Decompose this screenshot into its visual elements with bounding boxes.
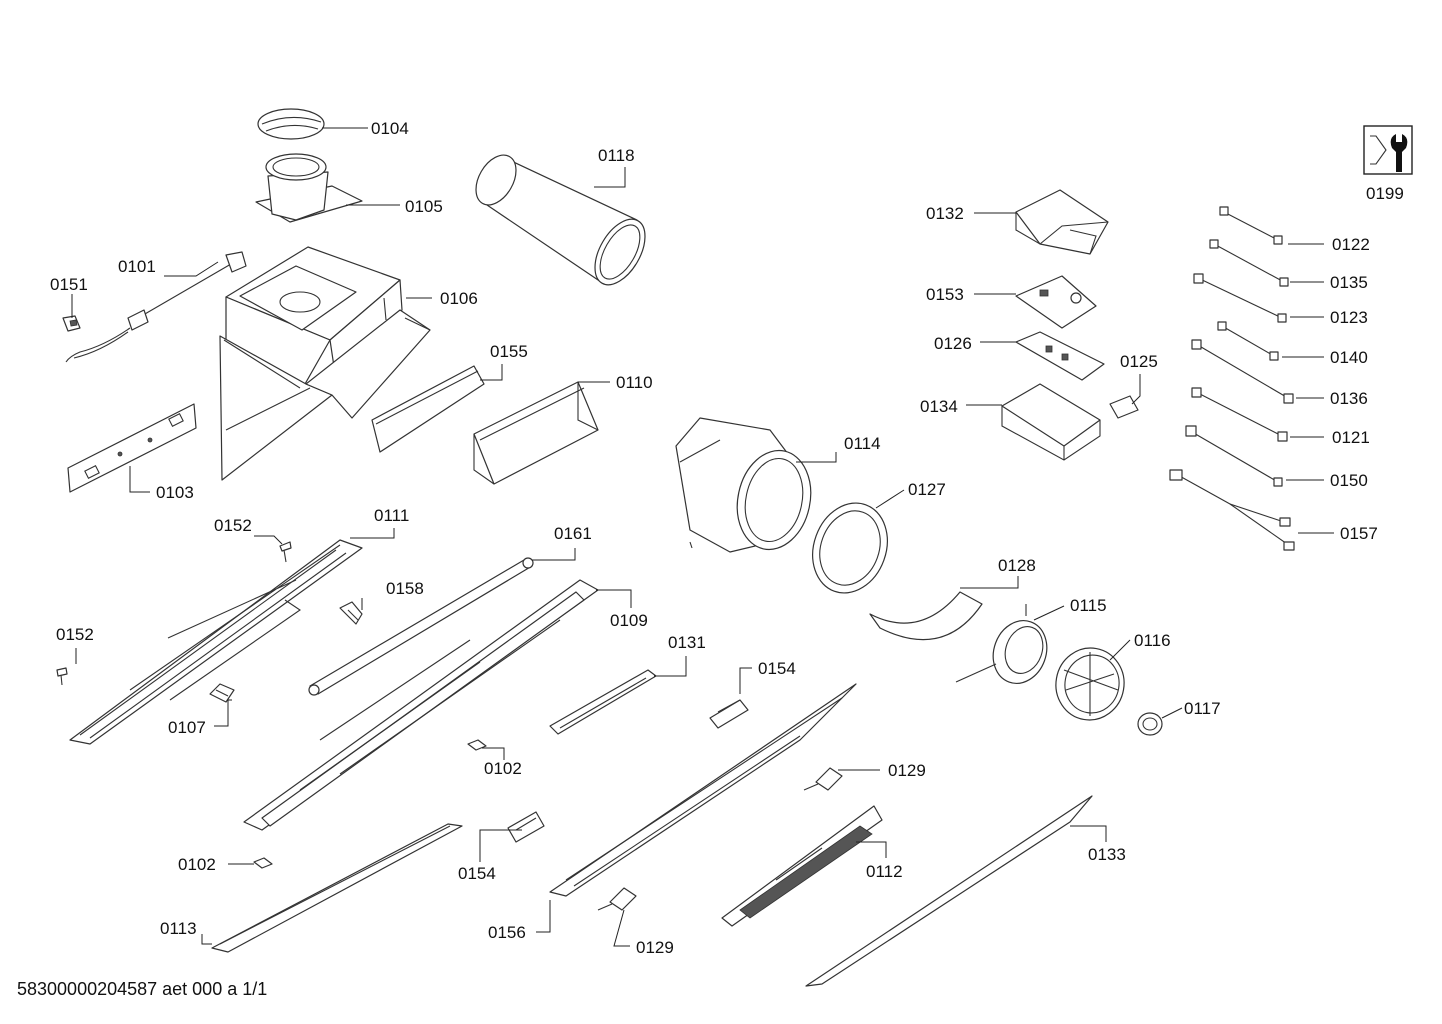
wrench-icon xyxy=(1363,125,1413,175)
part-0121-drawing[interactable] xyxy=(1191,387,1288,442)
part-0154-block-lower[interactable] xyxy=(507,811,545,843)
part-0155-drawing[interactable] xyxy=(371,365,485,453)
label-0129-upper[interactable]: 0129 xyxy=(888,761,926,780)
label-0131[interactable]: 0131 xyxy=(668,633,706,652)
part-0156-drawing[interactable] xyxy=(549,683,857,897)
label-0150[interactable]: 0150 xyxy=(1330,471,1368,490)
part-0112-drawing[interactable] xyxy=(721,805,883,927)
label-0110[interactable]: 0110 xyxy=(616,373,653,392)
part-0114-drawing[interactable] xyxy=(675,417,820,556)
part-0116-drawing[interactable] xyxy=(1050,643,1129,726)
part-0140-drawing[interactable] xyxy=(1217,321,1279,361)
label-0123[interactable]: 0123 xyxy=(1330,308,1368,327)
part-0107-drawing[interactable] xyxy=(209,683,235,703)
part-0131-drawing[interactable] xyxy=(549,669,657,735)
part-0158-drawing[interactable] xyxy=(339,601,363,625)
leader-lines xyxy=(71,127,1334,947)
label-0104[interactable]: 0104 xyxy=(371,119,409,138)
part-0118-drawing[interactable] xyxy=(468,148,656,293)
label-0115[interactable]: 0115 xyxy=(1070,596,1107,615)
document-id: 58300000204587 aet 000 a 1/1 xyxy=(17,979,268,999)
label-0101[interactable]: 0101 xyxy=(118,257,156,276)
part-0136-drawing[interactable] xyxy=(1191,339,1294,404)
label-0128[interactable]: 0128 xyxy=(998,556,1036,575)
label-0133[interactable]: 0133 xyxy=(1088,845,1126,864)
label-0114[interactable]: 0114 xyxy=(844,434,881,453)
label-0107[interactable]: 0107 xyxy=(168,718,206,737)
part-0134-drawing[interactable] xyxy=(1001,383,1101,461)
part-0102-clip-upper[interactable] xyxy=(467,739,487,751)
part-0123-drawing[interactable] xyxy=(1193,273,1287,323)
label-0158[interactable]: 0158 xyxy=(386,579,424,598)
part-0101-drawing[interactable] xyxy=(65,251,247,363)
label-0132[interactable]: 0132 xyxy=(926,204,964,223)
label-0102-lower[interactable]: 0102 xyxy=(178,855,216,874)
label-0155[interactable]: 0155 xyxy=(490,342,528,361)
part-0103-drawing[interactable] xyxy=(67,403,197,493)
part-0153-drawing[interactable] xyxy=(1015,275,1097,329)
label-0125[interactable]: 0125 xyxy=(1120,352,1158,371)
label-0199[interactable]: 0199 xyxy=(1366,184,1404,203)
part-0157-drawing[interactable] xyxy=(1169,469,1295,551)
label-0152-lower[interactable]: 0152 xyxy=(56,625,94,644)
label-0126[interactable]: 0126 xyxy=(934,334,972,353)
label-0117[interactable]: 0117 xyxy=(1184,699,1221,718)
part-0106-drawing[interactable] xyxy=(219,246,431,481)
label-0154-upper[interactable]: 0154 xyxy=(758,659,796,678)
part-0109-drawing[interactable] xyxy=(243,579,599,831)
label-0111[interactable]: 0111 xyxy=(374,506,409,525)
label-0113[interactable]: 0113 xyxy=(160,919,197,938)
part-0126-drawing[interactable] xyxy=(1015,331,1105,381)
label-0118[interactable]: 0118 xyxy=(598,146,635,165)
label-0156[interactable]: 0156 xyxy=(488,923,526,942)
label-0135[interactable]: 0135 xyxy=(1330,273,1368,292)
part-0127-drawing[interactable] xyxy=(800,492,899,603)
part-0110-drawing[interactable] xyxy=(473,381,599,485)
label-0136[interactable]: 0136 xyxy=(1330,389,1368,408)
part-0151-drawing[interactable] xyxy=(62,315,81,332)
label-0157[interactable]: 0157 xyxy=(1340,524,1378,543)
label-0140[interactable]: 0140 xyxy=(1330,348,1368,367)
label-0161[interactable]: 0161 xyxy=(554,524,592,543)
part-0128-drawing[interactable] xyxy=(869,591,983,641)
label-0127[interactable]: 0127 xyxy=(908,480,946,499)
part-0111-drawing[interactable] xyxy=(69,539,363,745)
label-0151[interactable]: 0151 xyxy=(50,275,88,294)
label-0106[interactable]: 0106 xyxy=(440,289,478,308)
part-0133-drawing[interactable] xyxy=(805,795,1093,987)
label-0152-upper[interactable]: 0152 xyxy=(214,516,252,535)
part-0129-clip-lower[interactable] xyxy=(597,887,637,911)
part-0102-clip-lower[interactable] xyxy=(253,857,273,869)
part-0152-screw-upper[interactable] xyxy=(279,541,292,563)
label-0153[interactable]: 0153 xyxy=(926,285,964,304)
label-0122[interactable]: 0122 xyxy=(1332,235,1370,254)
label-0154-lower[interactable]: 0154 xyxy=(458,864,496,883)
label-0112[interactable]: 0112 xyxy=(866,862,903,881)
label-0105[interactable]: 0105 xyxy=(405,197,443,216)
label-0121[interactable]: 0121 xyxy=(1332,428,1370,447)
part-0122-drawing[interactable] xyxy=(1219,206,1283,245)
part-0104-drawing[interactable] xyxy=(257,108,325,140)
label-0109[interactable]: 0109 xyxy=(610,611,648,630)
part-0132-drawing[interactable] xyxy=(1015,189,1109,255)
part-labels: 0104 0105 0118 0101 0151 0106 0155 0110 … xyxy=(50,119,1404,957)
part-0105-drawing[interactable] xyxy=(255,153,363,223)
label-0134[interactable]: 0134 xyxy=(920,397,958,416)
label-0103[interactable]: 0103 xyxy=(156,483,194,502)
part-0129-clip-upper[interactable] xyxy=(803,767,843,791)
part-0161-drawing[interactable] xyxy=(308,557,534,696)
part-0150-drawing[interactable] xyxy=(1185,425,1283,487)
part-0152-screw-lower[interactable] xyxy=(56,667,68,686)
label-0102-upper[interactable]: 0102 xyxy=(484,759,522,778)
part-0125-drawing[interactable] xyxy=(1109,395,1139,419)
part-0135-drawing[interactable] xyxy=(1209,239,1289,287)
label-0116[interactable]: 0116 xyxy=(1134,631,1171,650)
label-0129-lower[interactable]: 0129 xyxy=(636,938,674,957)
part-0113-drawing[interactable] xyxy=(211,823,463,953)
part-0115-drawing[interactable] xyxy=(955,604,1055,691)
part-0117-drawing[interactable] xyxy=(1137,712,1163,736)
part-0154-block-upper[interactable] xyxy=(709,699,749,729)
